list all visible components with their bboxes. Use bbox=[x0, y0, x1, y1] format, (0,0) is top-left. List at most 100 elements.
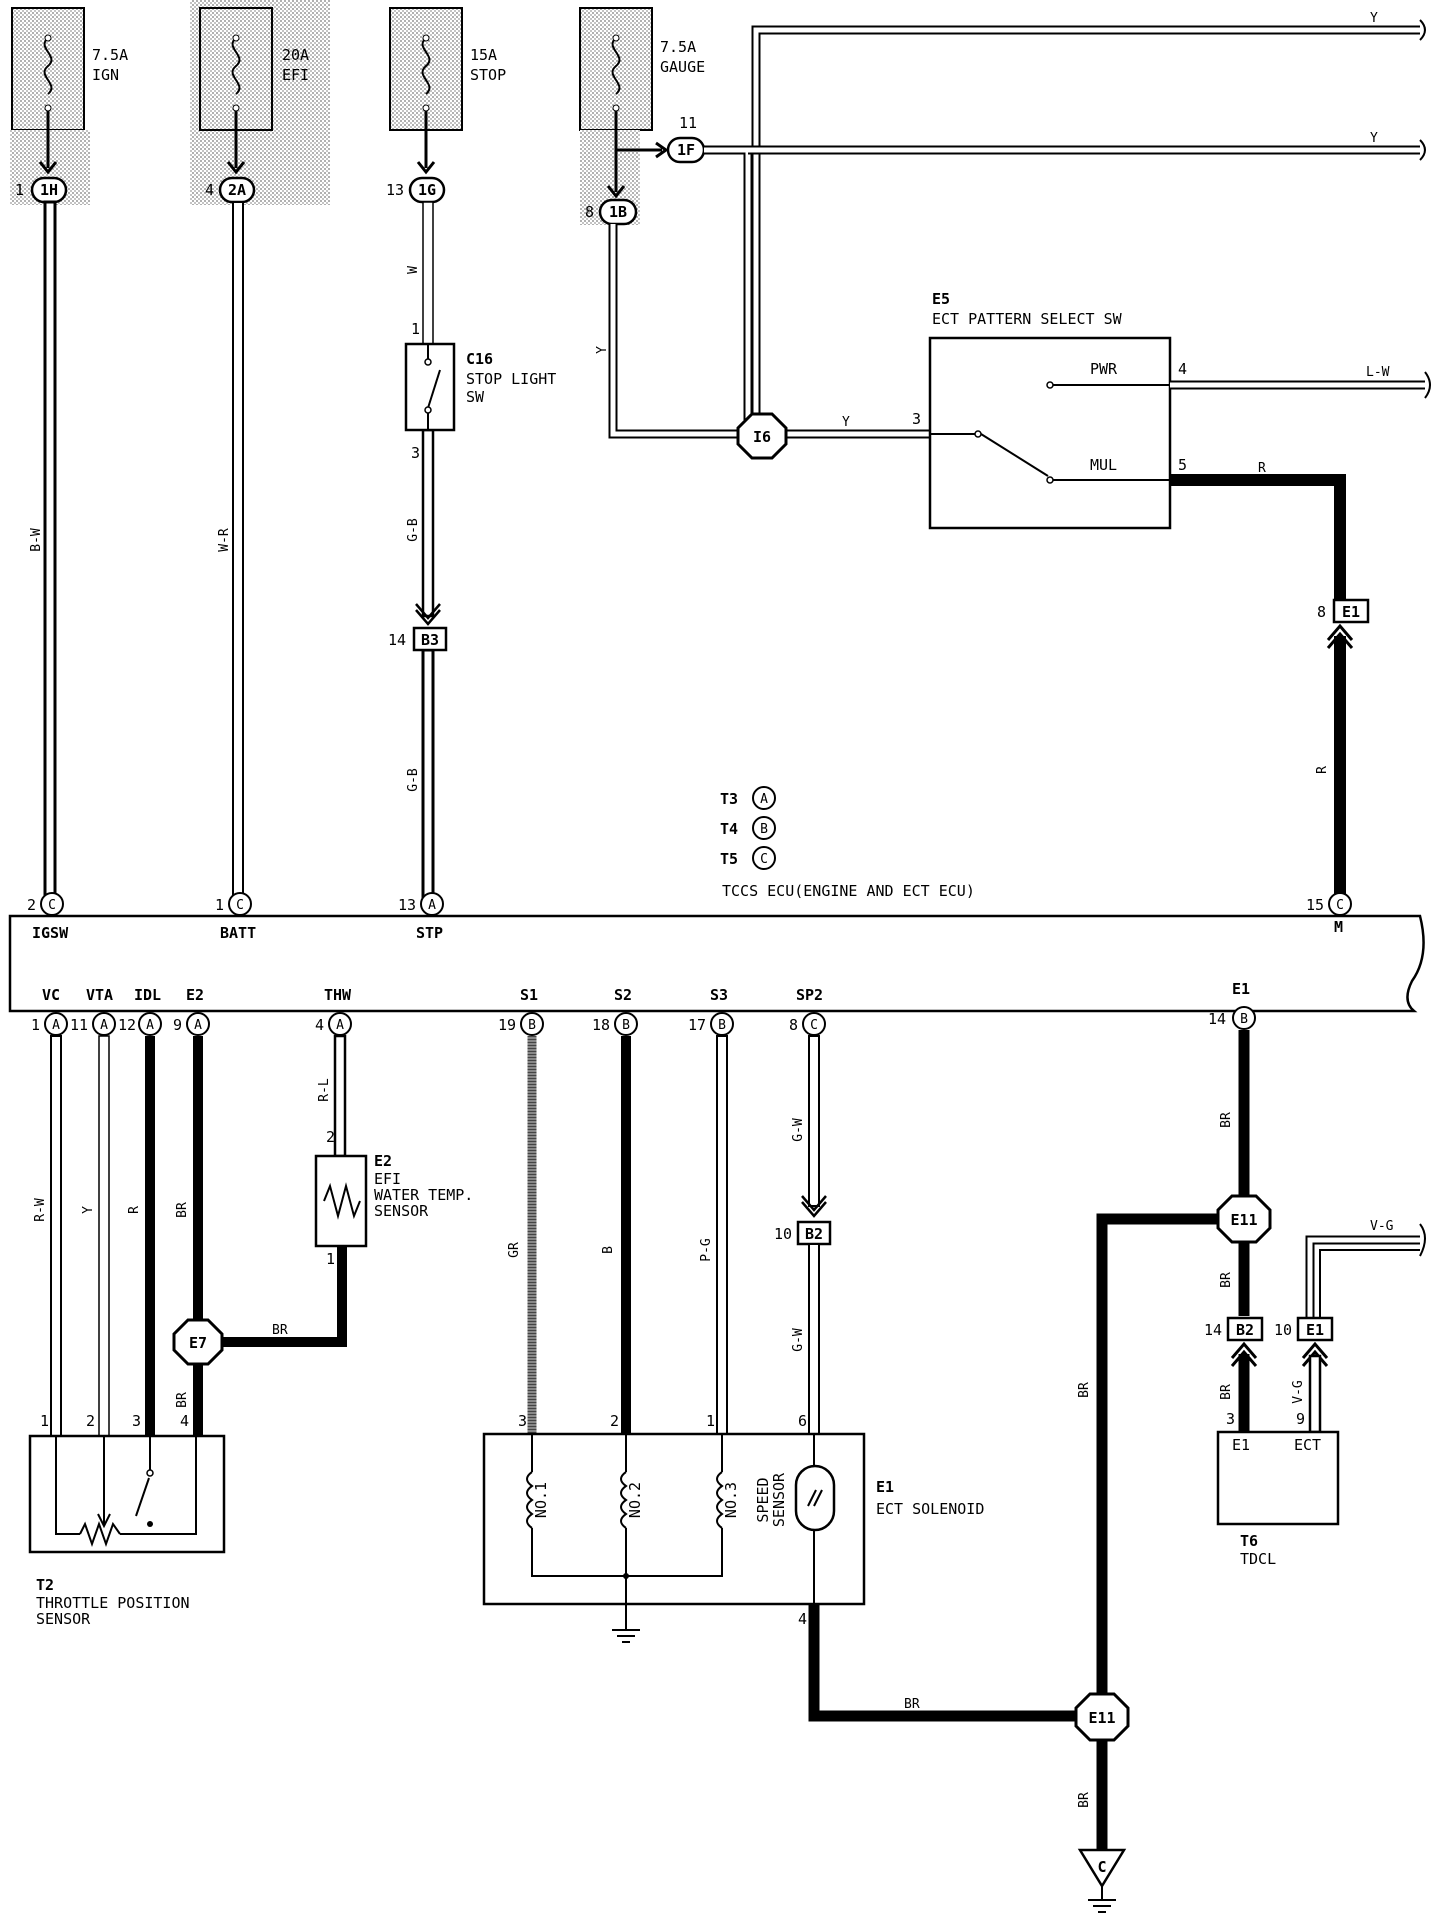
junction-e11-upper: E11 bbox=[1216, 1194, 1272, 1244]
wire-top-y1-color: Y bbox=[1370, 11, 1378, 26]
pattern-switch-name: ECT PATTERN SELECT SW bbox=[932, 310, 1123, 328]
stop-switch-id: C16 bbox=[466, 350, 493, 368]
tdcl-term-ect: ECT bbox=[1294, 1436, 1321, 1454]
ecu-pin-s1-label: S1 bbox=[520, 986, 538, 1004]
junction-e11-lower-label: E11 bbox=[1088, 1709, 1115, 1727]
junction-e7-label: E7 bbox=[189, 1334, 207, 1352]
conn-1b: 1B 8 bbox=[585, 198, 638, 226]
wire-s3-color: P-G bbox=[699, 1238, 714, 1262]
throttle-position-sensor: 1 2 3 4 T2 THROTTLE POSITION SENSOR bbox=[28, 1412, 226, 1628]
conn-e1-tdcl-pin: 10 bbox=[1274, 1321, 1292, 1339]
wire-stop-top-color: W bbox=[406, 266, 421, 274]
conn-b2-tdcl-pin: 14 bbox=[1204, 1321, 1222, 1339]
wire-vta: Y bbox=[81, 1035, 110, 1437]
wire-stop: W G-B G-B bbox=[406, 201, 441, 902]
ecu-top-pins: C 2 IGSW C 1 BATT A 13 STP C 15 M bbox=[27, 892, 1352, 942]
ecu-pin-s3-label: S3 bbox=[710, 986, 728, 1004]
ecu-pin-idl-letter: A bbox=[146, 1018, 154, 1033]
water-sensor-id: E2 bbox=[374, 1152, 392, 1170]
conn-1f-pin: 11 bbox=[679, 114, 697, 132]
wire-e7-link: BR bbox=[222, 1246, 347, 1347]
water-sensor-pin-top: 2 bbox=[326, 1128, 335, 1146]
wire-e7-down-color: BR bbox=[175, 1392, 190, 1408]
wire-pwr: L-W bbox=[1170, 365, 1431, 399]
ecu-pin-igsw-letter: C bbox=[48, 898, 56, 913]
ecu-pin-thw-letter: A bbox=[336, 1018, 344, 1033]
ecu-pin-m-label: M bbox=[1334, 918, 1343, 936]
wire-efi: W-R bbox=[217, 201, 244, 899]
wire-sp2-top-color: G-W bbox=[791, 1118, 806, 1142]
wire-tdcl-e1-color: BR bbox=[1219, 1384, 1234, 1400]
throttle-id: T2 bbox=[36, 1576, 54, 1594]
wire-e11-down-color: BR bbox=[1219, 1272, 1234, 1288]
wire-s3: P-G bbox=[699, 1035, 728, 1435]
junction-e11-lower: E11 bbox=[1074, 1692, 1130, 1742]
wire-e11-link: BR bbox=[1077, 1213, 1218, 1694]
conn-e1-right-code: E1 bbox=[1342, 603, 1360, 621]
solenoid-name: ECT SOLENOID bbox=[876, 1500, 984, 1518]
conn-1f-code: 1F bbox=[677, 141, 695, 159]
tdcl: E1 ECT 3 9 T6 TDCL bbox=[1216, 1410, 1340, 1568]
solenoid-pin-3: 3 bbox=[518, 1412, 527, 1430]
wire-idl-color: R bbox=[127, 1206, 142, 1214]
conn-b2-tdcl-code: B2 bbox=[1236, 1321, 1254, 1339]
ecu-pin-e2-letter: A bbox=[194, 1018, 202, 1033]
wire-e7-link-color: BR bbox=[272, 1323, 288, 1338]
conn-1g-pin: 13 bbox=[386, 181, 404, 199]
ecu-pin-vc-label: VC bbox=[42, 986, 60, 1004]
wire-tdcl-ect-color: V-G bbox=[1291, 1380, 1306, 1404]
solenoid-pin-2: 2 bbox=[610, 1412, 619, 1430]
pattern-switch-pin-com: 3 bbox=[912, 410, 921, 428]
ground-point-icon: C bbox=[1077, 1848, 1127, 1913]
wire-vc: R-W bbox=[33, 1035, 62, 1437]
wire-e11-link-color: BR bbox=[1077, 1382, 1092, 1398]
conn-1g: 1G 13 bbox=[386, 176, 446, 204]
ecu-pin-igsw-label: IGSW bbox=[32, 924, 69, 942]
ecu-pin-igsw-num: 2 bbox=[27, 896, 36, 914]
conn-b3: B3 14 bbox=[388, 626, 448, 652]
legend-t3-letter: A bbox=[760, 792, 768, 807]
ecu-pin-s2-label: S2 bbox=[614, 986, 632, 1004]
ecu-pin-sp2-letter: C bbox=[810, 1018, 818, 1033]
solenoid-coil-2: NO.2 bbox=[626, 1482, 644, 1518]
wire-s2-color: B bbox=[601, 1246, 616, 1254]
wire-tdcl-ect: V-G E1 10 V-G bbox=[1274, 1219, 1426, 1434]
wire-mul-color: R bbox=[1258, 461, 1266, 476]
stop-switch-pin-top: 1 bbox=[411, 320, 420, 338]
wire-efi-color: W-R bbox=[217, 528, 232, 552]
conn-1f: 1F 11 bbox=[666, 114, 706, 164]
ecu-pin-m-num: 15 bbox=[1306, 896, 1324, 914]
wire-top-y2-color: Y bbox=[1370, 131, 1378, 146]
wire-s1-color: GR bbox=[507, 1242, 522, 1258]
fuse-stop-name: STOP bbox=[470, 66, 506, 84]
fuse-stop-amps: 15A bbox=[470, 46, 497, 64]
ecu-pin-stp-num: 13 bbox=[398, 896, 416, 914]
ecu-legend: T3 A T4 B T5 C TCCS ECU(ENGINE AND ECT E… bbox=[720, 786, 975, 900]
ecu-pin-s3-num: 17 bbox=[688, 1016, 706, 1034]
wire-vc-color: R-W bbox=[33, 1198, 48, 1222]
wire-sp2-low-color: G-W bbox=[791, 1328, 806, 1352]
ecu-pin-stp-letter: A bbox=[428, 898, 436, 913]
stop-switch-name-2: SW bbox=[466, 388, 485, 406]
conn-2a-code: 2A bbox=[228, 181, 246, 199]
conn-b3-code: B3 bbox=[421, 631, 439, 649]
tdcl-pin-ect: 9 bbox=[1296, 1410, 1305, 1428]
conn-e1-tdcl-code: E1 bbox=[1306, 1321, 1324, 1339]
stop-light-switch: 1 3 C16 STOP LIGHT SW bbox=[404, 320, 556, 462]
junction-i6: I6 bbox=[736, 412, 788, 460]
wire-stop-mid-color: G-B bbox=[406, 518, 421, 542]
conn-1b-pin: 8 bbox=[585, 203, 594, 221]
ecu-pin-m-letter: C bbox=[1336, 898, 1344, 913]
junction-e7: E7 bbox=[172, 1318, 224, 1366]
conn-1h-pin: 1 bbox=[15, 181, 24, 199]
ecu-pin-e1-num: 14 bbox=[1208, 1010, 1226, 1028]
tdcl-name: TDCL bbox=[1240, 1550, 1276, 1568]
solenoid-speed-line2: SENSOR bbox=[770, 1472, 788, 1527]
fuse-stop: 15A STOP bbox=[389, 7, 506, 131]
conn-1b-code: 1B bbox=[609, 203, 627, 221]
conn-2a-pin: 4 bbox=[205, 181, 214, 199]
wire-gauge-down-color: Y bbox=[595, 346, 610, 354]
fuse-arrows bbox=[38, 111, 669, 199]
conn-2a: 2A 4 bbox=[205, 176, 256, 204]
